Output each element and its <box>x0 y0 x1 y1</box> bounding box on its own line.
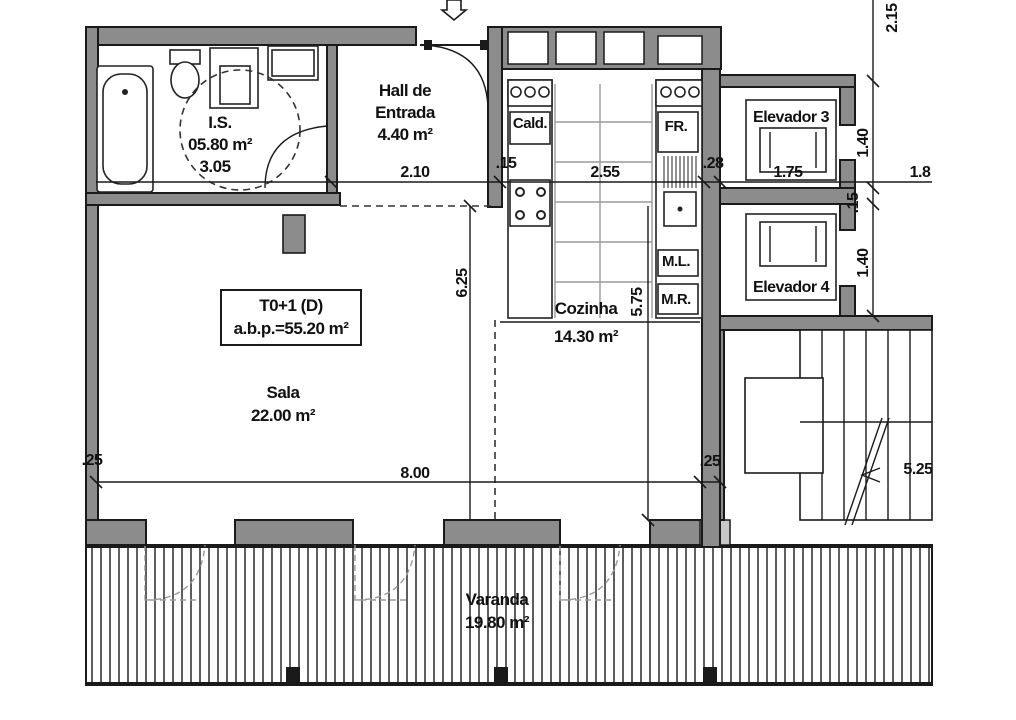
is-width: 3.05 <box>199 157 230 176</box>
stairs <box>744 329 933 526</box>
elevator-3-label: Elevador 3 <box>753 109 830 126</box>
dim-028: .28 <box>703 155 724 172</box>
entry-arrow-icon <box>439 0 469 22</box>
hall-label-line1: Hall de <box>379 81 431 100</box>
appliance-fr: FR. <box>665 118 688 135</box>
appliance-cald: Cald. <box>513 115 548 132</box>
cozinha-area: 14.30 m² <box>554 327 619 346</box>
hall-label-line2: Entrada <box>375 103 436 122</box>
varanda-area: 19.80 m² <box>465 613 530 632</box>
balcony-post <box>286 667 300 683</box>
dim-1-75: 1.75 <box>773 164 803 181</box>
dim-8-00: 8.00 <box>400 465 430 482</box>
dim-2-10: 2.10 <box>400 164 430 181</box>
appliance-ml: M.L. <box>662 253 690 270</box>
dim-025-a: .25 <box>82 452 103 469</box>
elevator-4-label: Elevador 4 <box>753 279 830 296</box>
dimension-lines <box>89 0 932 527</box>
sala-label: Sala <box>267 383 301 402</box>
varanda-balcony <box>85 544 933 686</box>
dim-015-a: .15 <box>496 155 517 172</box>
dim-1-40-a: 1.40 <box>855 128 872 158</box>
varanda-label: Varanda <box>466 590 530 609</box>
dim-025-b: .25 <box>700 453 721 470</box>
unit-title: T0+1 (D) <box>259 296 323 315</box>
hall-area: 4.40 m² <box>377 125 433 144</box>
dim-6-25: 6.25 <box>454 268 471 298</box>
cozinha-label: Cozinha <box>555 299 619 318</box>
is-label: I.S. <box>208 113 232 132</box>
elevator-3 <box>745 99 837 181</box>
balcony-post <box>494 667 508 683</box>
sala-area: 22.00 m² <box>251 406 316 425</box>
dim-2-55: 2.55 <box>590 164 620 181</box>
dim-1-40-b: 1.40 <box>855 248 872 278</box>
elevator-4 <box>745 213 837 301</box>
dim-5-75: 5.75 <box>629 287 646 317</box>
unit-area: a.b.p.=55.20 m² <box>234 319 350 338</box>
dim-5-25: 5.25 <box>903 461 933 478</box>
appliance-mr: M.R. <box>661 291 691 308</box>
kitchen <box>494 79 703 520</box>
bathroom <box>96 45 328 193</box>
dim-015-b: .15 <box>845 192 862 213</box>
column <box>282 214 306 254</box>
hall-entry <box>340 0 495 207</box>
is-area: 05.80 m² <box>188 135 253 154</box>
unit-label-box <box>220 289 362 346</box>
balcony-post <box>703 667 717 683</box>
dim-2-15: 2.15 <box>884 3 901 33</box>
dim-1-8: 1.8 <box>910 164 931 181</box>
